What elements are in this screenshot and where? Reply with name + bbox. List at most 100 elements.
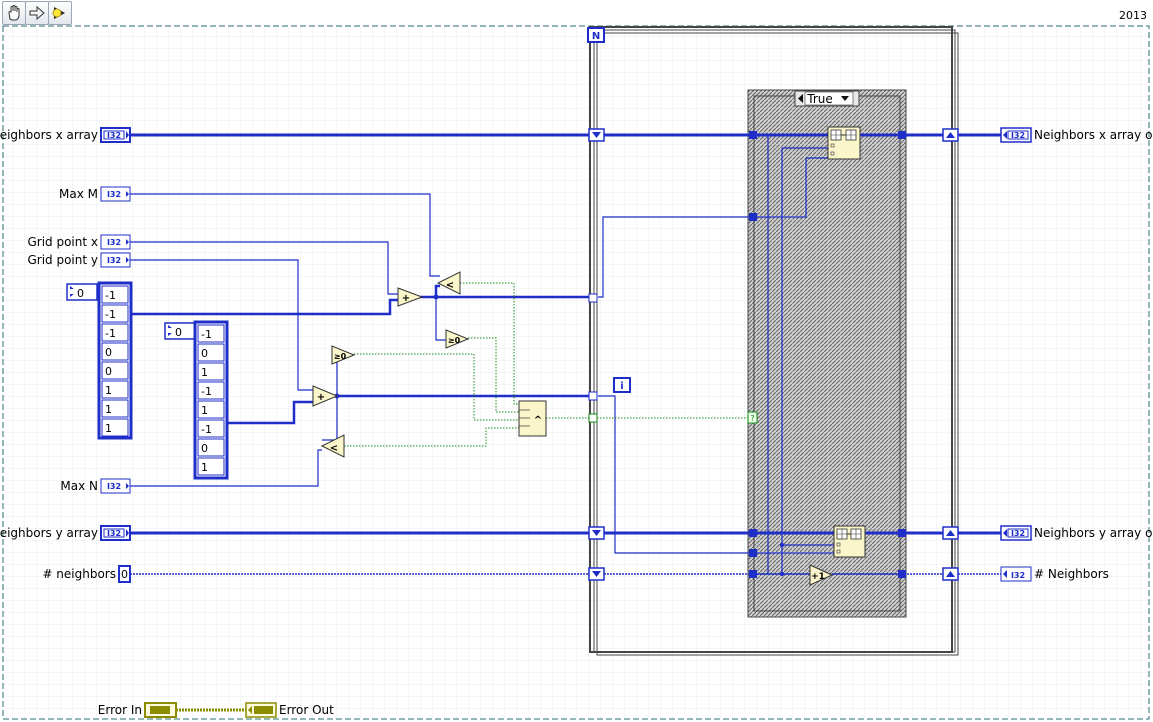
svg-text:# neighbors: # neighbors: [42, 567, 116, 581]
compound-and-node[interactable]: ^: [518, 400, 547, 437]
svg-text:≥0: ≥0: [334, 352, 347, 361]
array-cell-value: 1: [201, 461, 208, 474]
array-cell-value: 1: [105, 422, 112, 435]
array-cell-value: 1: [105, 403, 112, 416]
array-cell-value: 0: [105, 346, 112, 359]
add-node-x[interactable]: +: [397, 287, 424, 307]
offset-y-index: 0: [175, 326, 182, 339]
less-than-node-x[interactable]: <: [436, 271, 461, 295]
svg-text:+: +: [402, 293, 410, 304]
svg-text:I32: I32: [107, 256, 121, 265]
increment-node[interactable]: +1: [809, 564, 834, 586]
diagram-grid: [2, 26, 1151, 720]
array-cell[interactable]: [101, 285, 129, 304]
shift-register-right-x: [942, 128, 959, 142]
array-cell-value: -1: [201, 385, 212, 398]
array-cell-value: 1: [201, 366, 208, 379]
array-cell[interactable]: [101, 380, 129, 399]
shift-register-left-n: [588, 567, 605, 581]
replace-array-subset-y[interactable]: [833, 525, 866, 558]
array-cell[interactable]: [197, 419, 225, 438]
svg-text:Grid point y: Grid point y: [27, 253, 98, 267]
array-cell[interactable]: [101, 342, 129, 361]
run-continuous-button[interactable]: [2, 1, 26, 25]
control-error-in[interactable]: Error In: [98, 702, 177, 718]
indicator-neighbors-x-array-out[interactable]: I32 Neighbors x array out: [1000, 127, 1153, 143]
add-node-y[interactable]: +: [312, 385, 339, 407]
array-cell[interactable]: [197, 362, 225, 381]
loop-count-terminal[interactable]: N: [587, 27, 605, 43]
svg-text:Neighbors y array: Neighbors y array: [0, 526, 98, 540]
array-cell[interactable]: [101, 399, 129, 418]
offset-x-index: 0: [77, 287, 84, 300]
svg-text:I32: I32: [107, 190, 121, 199]
control-num-neighbors[interactable]: # neighbors 0: [42, 565, 131, 583]
svg-text:<: <: [330, 443, 338, 454]
diagram-border: [2, 25, 1150, 720]
svg-text:I32: I32: [107, 131, 121, 140]
shift-register-right-n: [942, 567, 959, 581]
svg-text:Neighbors y array out: Neighbors y array out: [1034, 526, 1153, 540]
control-grid-point-y[interactable]: Grid point y I32: [27, 252, 131, 268]
array-cell-value: -1: [105, 289, 116, 302]
svg-text:Max N: Max N: [60, 479, 98, 493]
array-cell-value: -1: [201, 328, 212, 341]
array-constant-offset-y[interactable]: 0 -1 0 1 -1 1 -1 0 1: [164, 320, 229, 480]
array-cell-value: 1: [105, 384, 112, 397]
indicator-error-out[interactable]: Error Out: [245, 702, 334, 718]
svg-text:^: ^: [534, 415, 542, 426]
case-structure[interactable]: [747, 89, 907, 618]
svg-text:I32: I32: [1011, 529, 1025, 538]
array-cell[interactable]: [197, 343, 225, 362]
array-cell[interactable]: [101, 304, 129, 323]
array-cell-value: 0: [201, 347, 208, 360]
replace-array-subset-x[interactable]: [827, 126, 861, 160]
svg-text:Grid point x: Grid point x: [27, 235, 98, 249]
control-max-m[interactable]: Max M I32: [59, 186, 131, 202]
array-cell[interactable]: [197, 457, 225, 476]
svg-text:I32: I32: [107, 529, 121, 538]
array-cell-value: -1: [105, 327, 116, 340]
less-than-node-y[interactable]: <: [320, 434, 345, 458]
prev-case-icon: [798, 94, 803, 103]
svg-text:I32: I32: [107, 238, 121, 247]
svg-text:0: 0: [121, 568, 128, 581]
svg-text:+1: +1: [811, 572, 825, 582]
control-max-n[interactable]: Max N I32: [60, 478, 131, 494]
array-cell-value: 1: [201, 404, 208, 417]
control-neighbors-y-array[interactable]: Neighbors y array I32: [0, 525, 131, 541]
array-cell[interactable]: [197, 438, 225, 457]
svg-text:≥0: ≥0: [448, 336, 461, 345]
gte-zero-node-y[interactable]: ≥0: [331, 345, 356, 365]
array-cell[interactable]: [101, 418, 129, 437]
control-neighbors-x-array[interactable]: Neighbors x array I32: [0, 127, 131, 143]
array-cell-value: -1: [201, 423, 212, 436]
svg-text:I32: I32: [1011, 571, 1025, 580]
svg-text:+: +: [317, 392, 325, 403]
svg-text:?: ?: [750, 414, 754, 423]
control-grid-point-x[interactable]: Grid point x I32: [27, 234, 131, 250]
array-cell[interactable]: [197, 400, 225, 419]
array-cell[interactable]: [197, 381, 225, 400]
loop-index-terminal[interactable]: i: [613, 377, 631, 393]
svg-text:Neighbors x array: Neighbors x array: [0, 128, 98, 142]
array-cell[interactable]: [197, 324, 225, 343]
gte-zero-node-x[interactable]: ≥0: [445, 329, 470, 349]
highlight-execution-button[interactable]: [48, 1, 72, 25]
array-cell[interactable]: [101, 323, 129, 342]
case-selector-tunnel[interactable]: ?: [747, 411, 758, 424]
indicator-num-neighbors[interactable]: I32 # Neighbors: [1000, 566, 1109, 582]
for-loop[interactable]: [589, 26, 959, 656]
svg-text:Error Out: Error Out: [279, 703, 334, 717]
svg-text:Max M: Max M: [59, 187, 98, 201]
case-selector[interactable]: True: [794, 90, 860, 107]
array-cell[interactable]: [101, 361, 129, 380]
indicator-neighbors-y-array-out[interactable]: I32 Neighbors y array out: [1000, 525, 1153, 541]
shift-register-left-y: [588, 526, 605, 540]
array-cell-value: 0: [201, 442, 208, 455]
shift-register-left-x: [588, 128, 605, 142]
svg-text:Neighbors x array out: Neighbors x array out: [1034, 128, 1153, 142]
array-cell-value: -1: [105, 308, 116, 321]
